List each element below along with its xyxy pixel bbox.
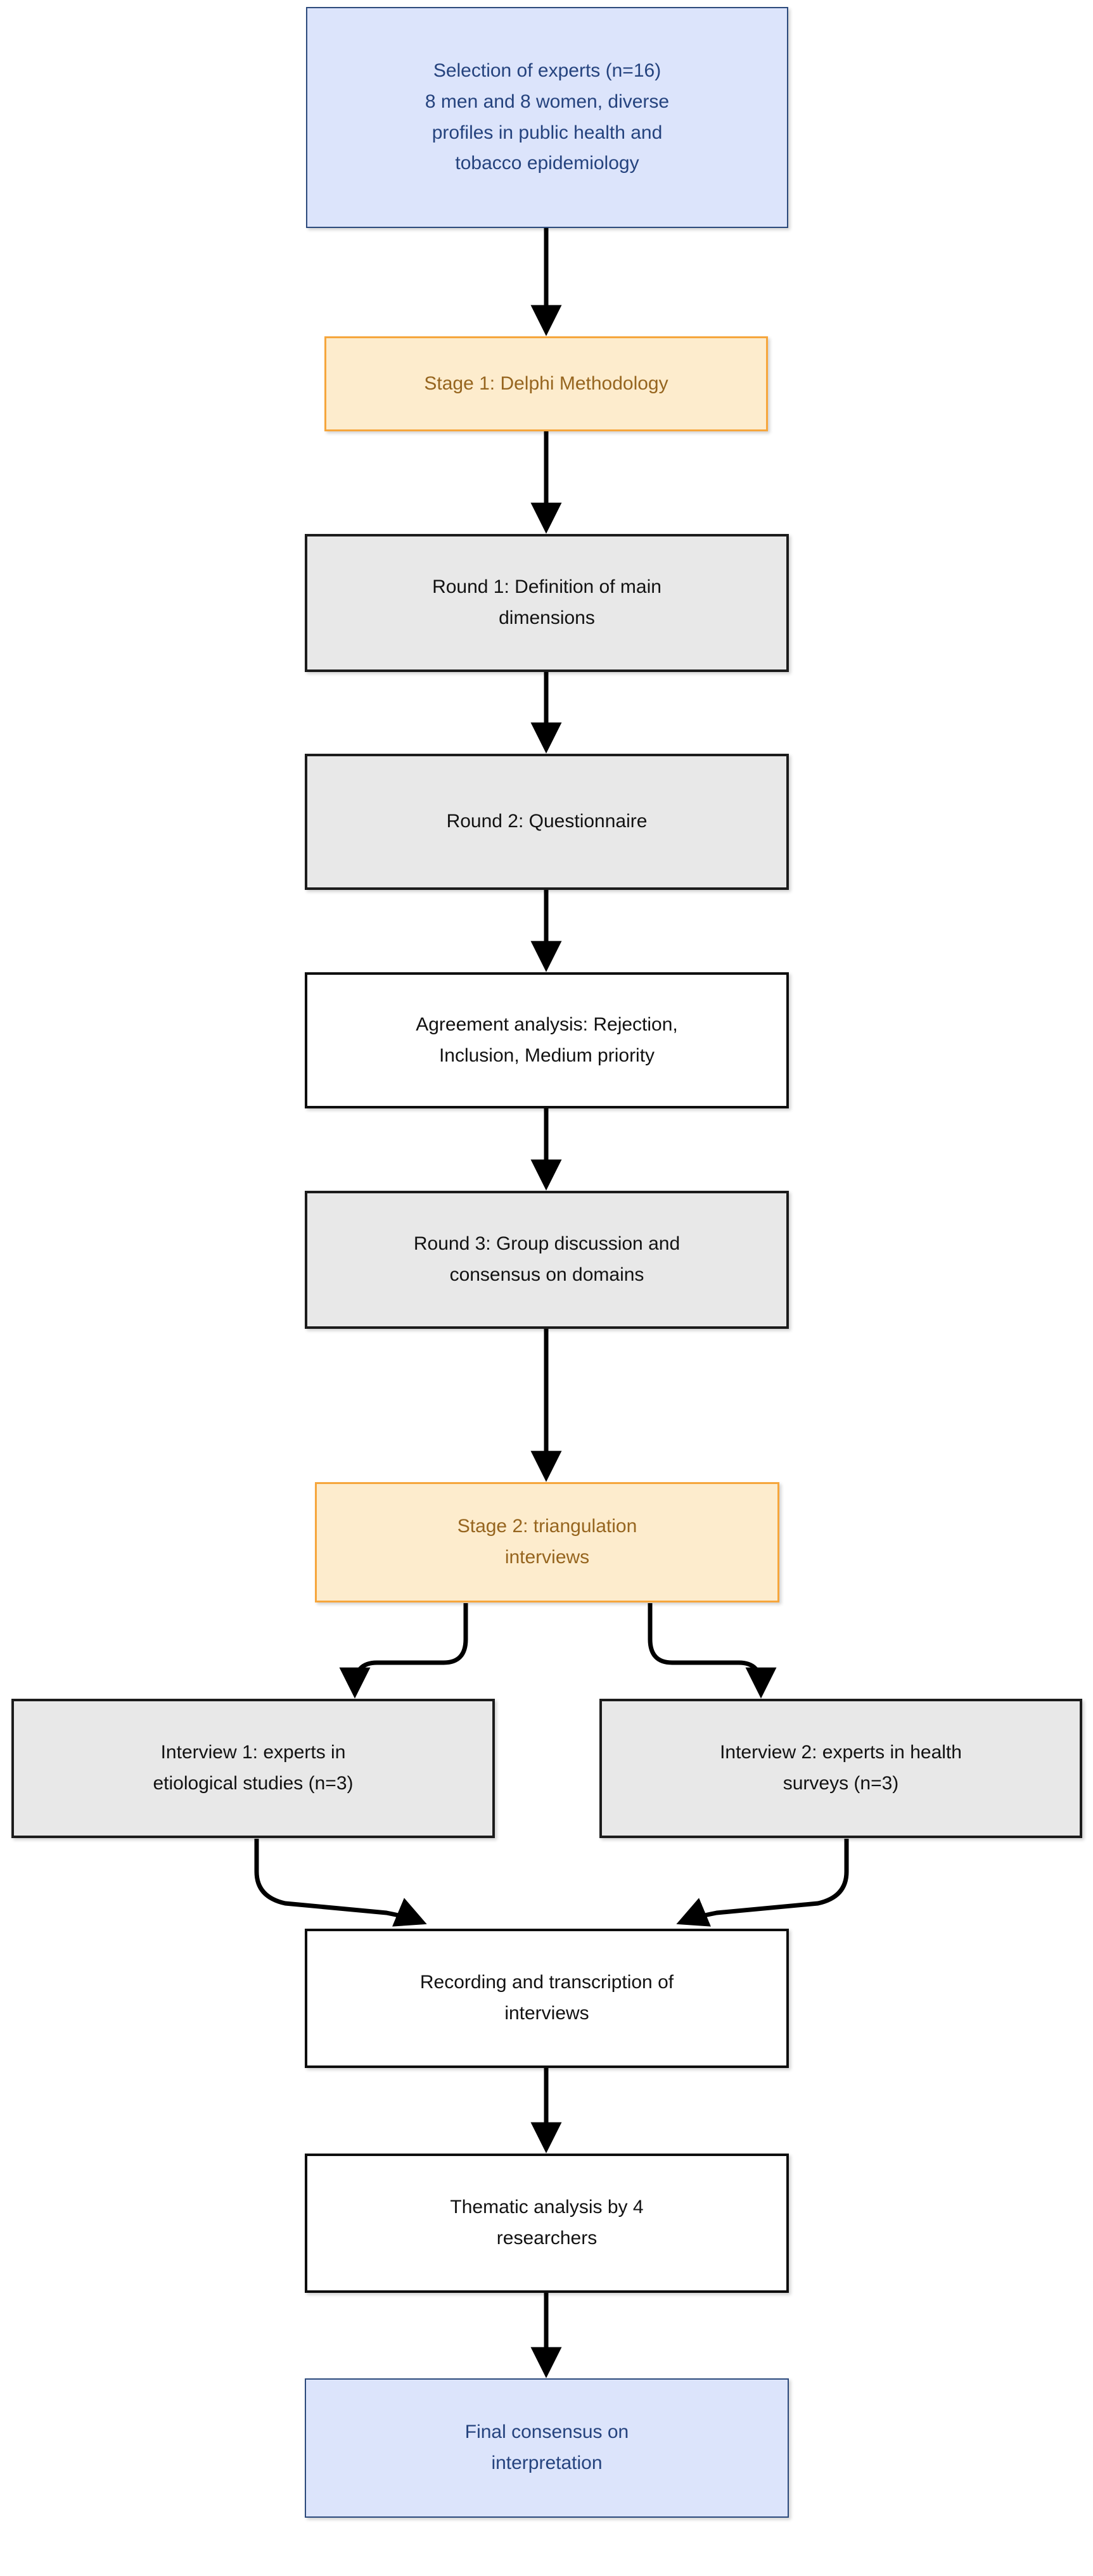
node-label: Thematic analysis by 4 researchers: [450, 2197, 644, 2249]
node-label: Round 3: Group discussion and consensus …: [413, 1233, 681, 1285]
node-label: Interview 2: experts in health surveys (…: [720, 1742, 962, 1794]
node-stage-1-delphi-methodology[interactable]: Stage 1: Delphi Methodology: [324, 336, 768, 431]
edge-stage2-to-interview2: [648, 1603, 777, 1699]
node-selection-of-experts[interactable]: Selection of experts (n=16) 8 men and 8 …: [306, 7, 788, 228]
edge-interview1-to-recording: [254, 1839, 427, 1927]
node-label: Round 2: Questionnaire: [446, 811, 648, 832]
node-round-3-group-discussion[interactable]: Round 3: Group discussion and consensus …: [305, 1191, 789, 1329]
node-interview-1-etiological-studies[interactable]: Interview 1: experts in etiological stud…: [11, 1699, 495, 1838]
node-agreement-analysis[interactable]: Agreement analysis: Rejection, Inclusion…: [305, 972, 789, 1108]
edge-interview2-to-recording: [676, 1839, 849, 1927]
node-label: Recording and transcription of interview…: [419, 1972, 674, 2024]
node-label: Stage 1: Delphi Methodology: [424, 372, 668, 394]
node-thematic-analysis[interactable]: Thematic analysis by 4 researchers: [305, 2154, 789, 2293]
node-label: Selection of experts (n=16) 8 men and 8 …: [425, 60, 670, 174]
node-stage-2-triangulation-interviews[interactable]: Stage 2: triangulation interviews: [315, 1482, 779, 1602]
node-label: Stage 2: triangulation interviews: [457, 1516, 637, 1568]
node-interview-2-health-surveys[interactable]: Interview 2: experts in health surveys (…: [599, 1699, 1082, 1838]
node-final-consensus-on-interpretation[interactable]: Final consensus on interpretation: [305, 2378, 789, 2518]
edge-stage2-to-interview1: [339, 1603, 468, 1699]
node-round-1-definition-of-main-dimensions[interactable]: Round 1: Definition of main dimensions: [305, 534, 789, 672]
node-round-2-questionnaire[interactable]: Round 2: Questionnaire: [305, 754, 789, 890]
node-recording-and-transcription[interactable]: Recording and transcription of interview…: [305, 1929, 789, 2068]
node-label: Round 1: Definition of main dimensions: [432, 576, 662, 628]
node-label: Final consensus on interpretation: [464, 2421, 629, 2473]
node-label: Interview 1: experts in etiological stud…: [153, 1742, 354, 1794]
node-label: Agreement analysis: Rejection, Inclusion…: [416, 1013, 678, 1066]
